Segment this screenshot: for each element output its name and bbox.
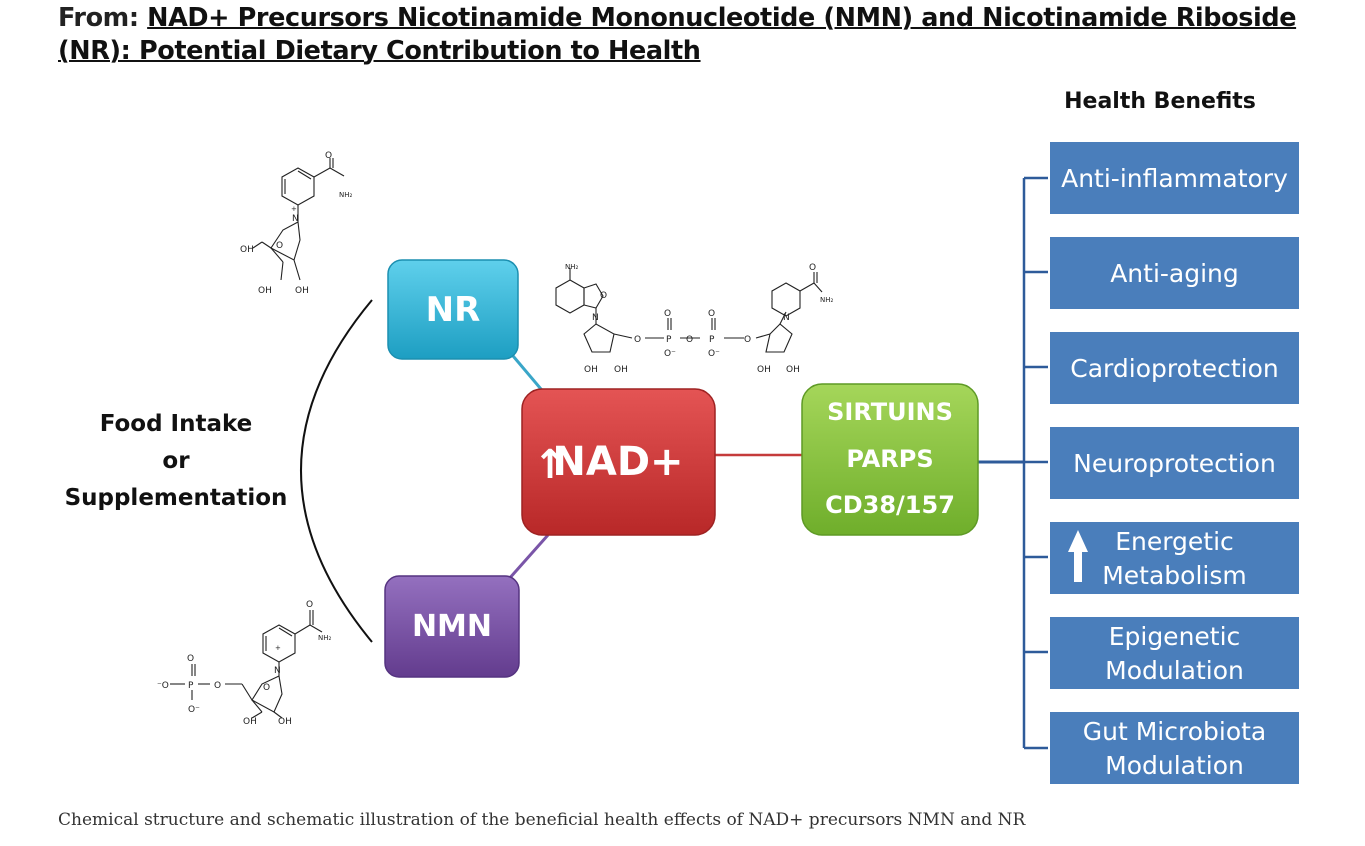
svg-text:O: O bbox=[263, 683, 270, 693]
food-intake-line-3: Supplementation bbox=[65, 485, 288, 511]
svg-text:O: O bbox=[686, 335, 693, 345]
enzyme-parps: PARPS bbox=[846, 445, 933, 473]
benefit-label: Metabolism bbox=[1102, 561, 1247, 590]
benefits-list: Anti-inflammatoryAnti-agingCardioprotect… bbox=[1050, 142, 1299, 784]
benefits-bracket bbox=[1022, 176, 1048, 750]
benefit-label: Anti-inflammatory bbox=[1061, 164, 1288, 193]
food-intake-line-2: or bbox=[162, 448, 190, 474]
benefit-box: Anti-inflammatory bbox=[1050, 142, 1299, 214]
svg-text:NH₂: NH₂ bbox=[820, 296, 834, 304]
svg-text:O⁻: O⁻ bbox=[188, 705, 200, 715]
benefit-label: Anti-aging bbox=[1110, 259, 1239, 288]
svg-text:+: + bbox=[275, 644, 281, 652]
nad-chemical-structure bbox=[555, 268, 823, 353]
svg-text:NH₂: NH₂ bbox=[339, 191, 353, 199]
svg-text:N: N bbox=[783, 313, 790, 323]
nad-label: NAD+ bbox=[552, 439, 683, 485]
svg-text:O: O bbox=[664, 309, 671, 319]
nad-node: ↑ NAD+ bbox=[521, 388, 716, 536]
svg-text:O: O bbox=[306, 600, 313, 610]
svg-text:O: O bbox=[214, 681, 221, 691]
svg-text:NH₂: NH₂ bbox=[318, 634, 332, 642]
svg-text:O: O bbox=[325, 151, 332, 161]
svg-text:O: O bbox=[708, 309, 715, 319]
svg-text:N: N bbox=[592, 313, 599, 323]
enzyme-sirtuins: SIRTUINS bbox=[827, 398, 953, 426]
nmn-nad-link bbox=[506, 534, 550, 581]
benefit-label: Modulation bbox=[1105, 751, 1244, 780]
svg-text:NH₂: NH₂ bbox=[565, 263, 579, 271]
figure-heading: From: NAD+ Precursors Nicotinamide Monon… bbox=[58, 2, 1318, 68]
svg-text:OH: OH bbox=[295, 286, 309, 296]
benefits-title: Health Benefits bbox=[1064, 89, 1256, 114]
svg-text:P: P bbox=[666, 335, 672, 345]
svg-text:O: O bbox=[809, 263, 816, 273]
svg-text:OH: OH bbox=[258, 286, 272, 296]
svg-text:O: O bbox=[600, 291, 607, 301]
nmn-chemical-labels: O NH₂ N + O O O P ⁻O O⁻ OH OH bbox=[157, 600, 332, 727]
food-intake-line-1: Food Intake bbox=[100, 411, 253, 437]
svg-text:N: N bbox=[274, 666, 281, 676]
benefit-label: Modulation bbox=[1105, 656, 1244, 685]
svg-text:OH: OH bbox=[757, 365, 771, 375]
benefit-box: Neuroprotection bbox=[1050, 427, 1299, 499]
svg-text:O⁻: O⁻ bbox=[664, 349, 676, 359]
intake-curve bbox=[300, 299, 373, 643]
article-title-link[interactable]: NAD+ Precursors Nicotinamide Mononucleot… bbox=[58, 3, 1297, 66]
svg-text:⁻O: ⁻O bbox=[157, 681, 169, 691]
enzyme-cd38: CD38/157 bbox=[825, 491, 955, 519]
nr-chemical-structure bbox=[252, 158, 345, 281]
svg-text:O: O bbox=[187, 654, 194, 664]
nr-node: NR bbox=[387, 259, 519, 360]
svg-text:OH: OH bbox=[240, 245, 254, 255]
svg-text:OH: OH bbox=[584, 365, 598, 375]
svg-text:N: N bbox=[292, 214, 299, 224]
benefit-label: Energetic bbox=[1115, 527, 1234, 556]
heading-prefix: From: bbox=[58, 3, 148, 33]
enzymes-node: SIRTUINS PARPS CD38/157 bbox=[801, 383, 979, 536]
svg-text:O: O bbox=[634, 335, 641, 345]
svg-text:OH: OH bbox=[614, 365, 628, 375]
nmn-label: NMN bbox=[412, 609, 492, 644]
svg-text:O: O bbox=[276, 241, 283, 251]
benefit-label: Neuroprotection bbox=[1073, 449, 1276, 478]
svg-text:OH: OH bbox=[278, 717, 292, 727]
nad-up-arrow: ↑ bbox=[533, 442, 567, 488]
nr-chemical-labels: O NH₂ N + O OH OH OH bbox=[240, 151, 353, 296]
svg-text:OH: OH bbox=[243, 717, 257, 727]
benefit-box: Cardioprotection bbox=[1050, 332, 1299, 404]
svg-text:O: O bbox=[744, 335, 751, 345]
nr-label: NR bbox=[426, 290, 481, 330]
benefit-label: Epigenetic bbox=[1109, 622, 1241, 651]
nr-nad-link bbox=[506, 349, 548, 396]
svg-text:P: P bbox=[709, 335, 715, 345]
nad-chemical-labels: NH₂ O N O P O O⁻ O P O O⁻ O N O NH₂ OH O… bbox=[565, 263, 834, 375]
nmn-chemical-structure bbox=[170, 610, 323, 719]
svg-text:+: + bbox=[291, 205, 297, 213]
benefit-box: Anti-aging bbox=[1050, 237, 1299, 309]
svg-text:O⁻: O⁻ bbox=[708, 349, 720, 359]
nmn-node: NMN bbox=[384, 575, 520, 678]
svg-text:P: P bbox=[188, 681, 194, 691]
svg-text:OH: OH bbox=[786, 365, 800, 375]
figure-caption: Chemical structure and schematic illustr… bbox=[58, 810, 1026, 830]
up-arrow-icon bbox=[1068, 530, 1088, 582]
benefit-label: Gut Microbiota bbox=[1083, 717, 1266, 746]
benefit-label: Cardioprotection bbox=[1070, 354, 1278, 383]
